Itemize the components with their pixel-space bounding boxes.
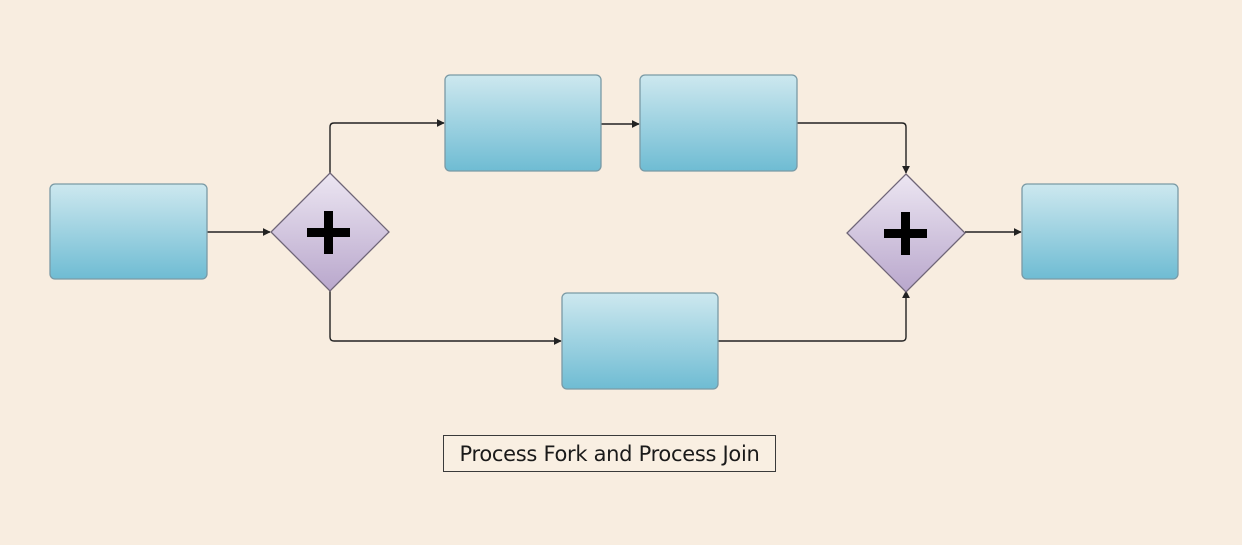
plus-icon: [307, 211, 350, 254]
fork-gateway[interactable]: [270, 172, 390, 292]
edge-fork-to-lower-task: [329, 291, 562, 345]
join-gateway[interactable]: [846, 173, 966, 293]
task-lower[interactable]: [561, 292, 719, 390]
diagram-caption: Process Fork and Process Join: [443, 435, 776, 472]
task-end[interactable]: [1021, 183, 1179, 280]
edge-fork-to-upper-task-1: [329, 119, 445, 173]
task-upper-1[interactable]: [444, 74, 602, 172]
edge-upper-task-2-to-join: [797, 122, 910, 174]
plus-icon: [884, 212, 927, 255]
task-start[interactable]: [49, 183, 208, 280]
edge-lower-task-to-join: [718, 290, 910, 342]
task-upper-2[interactable]: [639, 74, 798, 172]
